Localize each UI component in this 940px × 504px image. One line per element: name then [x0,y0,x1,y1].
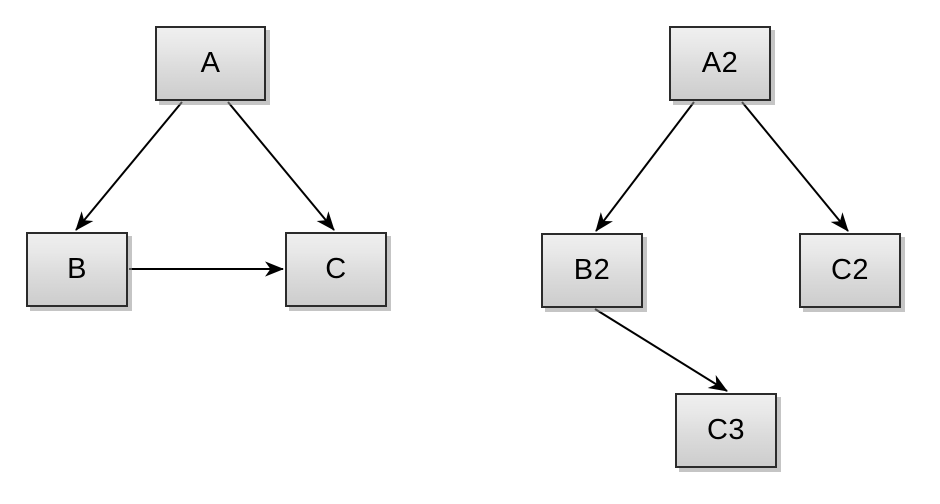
node-a[interactable]: A [155,26,266,101]
node-c3[interactable]: C3 [675,393,777,468]
node-c[interactable]: C [285,232,387,307]
node-a2[interactable]: A2 [669,26,771,101]
node-label-c2: C2 [830,254,870,286]
edge-a-to-b [75,101,183,231]
node-label-a: A [200,47,221,79]
edges-group [75,101,849,392]
node-label-b2: B2 [573,254,611,286]
node-label-a2: A2 [701,47,739,79]
edge-a2-to-b2 [595,101,695,232]
edge-a-to-c [227,101,335,231]
node-label-b: B [67,253,87,285]
node-b2[interactable]: B2 [541,233,643,308]
node-b[interactable]: B [26,232,128,307]
node-label-c: C [325,253,347,285]
edge-a2-to-c2 [741,101,849,232]
edge-b2-to-c3 [594,308,728,392]
node-label-c3: C3 [706,414,746,446]
node-c2[interactable]: C2 [799,233,901,308]
